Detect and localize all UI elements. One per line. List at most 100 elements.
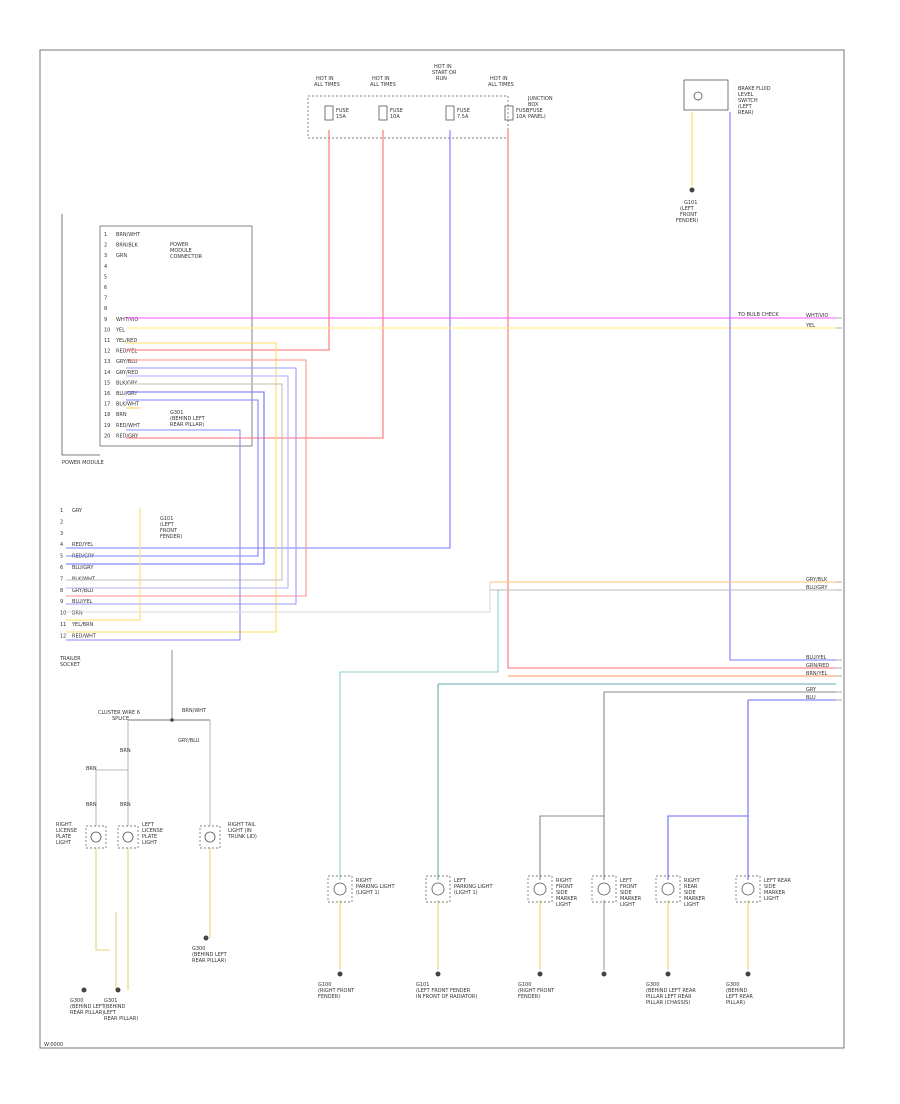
fuse-panel: HOT IN ALL TIMES FUSE 15A HOT IN ALL TIM… (307, 64, 553, 139)
wire-lamp4-feed (603, 691, 836, 880)
wire-red-yel (66, 359, 307, 597)
module-pin-wire: YEL/RED (115, 338, 137, 344)
module-pin-number: 6 (104, 285, 107, 291)
fuse-3-symbol (445, 105, 455, 121)
ground-label: (BEHIND LEFT (192, 952, 228, 958)
ground-label: G101 (416, 982, 429, 988)
sensor-label-5: REAR) (738, 110, 754, 116)
ground-label: (BEHIND LEFT REAR (646, 988, 696, 994)
right-wire-label: BRN/YEL (806, 671, 828, 677)
module-pin-number: 20 (104, 433, 110, 439)
fuse-1-symbol (324, 105, 334, 121)
module-pin-number: 7 (104, 296, 107, 302)
socket-note-4: FENDER) (160, 534, 182, 540)
bulb-label: LICENSE (56, 828, 77, 834)
fuse-panel-box (307, 95, 509, 139)
sensor-ground-3: FRONT (680, 212, 698, 218)
wire-yel-red (66, 342, 277, 633)
module-pin-wire: YEL (115, 327, 125, 333)
ground-label: LEFT (104, 1010, 117, 1016)
module-pin-number: 14 (104, 370, 110, 376)
socket-pin-wire: RED/WHT (72, 633, 97, 639)
socket-pin-wire: GRY/BLU (72, 588, 94, 594)
lamp-housing (735, 875, 761, 903)
bulb-label: PLATE (142, 834, 157, 840)
splice-label-1: CLUSTER WIRE 6 (98, 710, 140, 716)
fuse-box-label-3: (FUSE (528, 108, 543, 114)
fuse-2-rating: FUSE (390, 108, 403, 114)
socket-pin-number: 5 (60, 554, 63, 560)
lamp-label: LEFT (620, 878, 633, 884)
ground-label: LEFT REAR (726, 994, 753, 1000)
module-pin-number: 15 (104, 380, 110, 386)
ground-label: (RIGHT FRONT (318, 988, 355, 994)
sensor-label-1: BRAKE FLUID (738, 86, 771, 92)
socket-pin-number: 10 (60, 611, 66, 617)
module-pin-wire: RED/WHT (116, 423, 141, 429)
lamp-label: SIDE (764, 884, 776, 890)
module-ground-3: REAR PILLAR) (170, 422, 204, 428)
module-pin-wire: WHT/VIO (116, 317, 138, 323)
module-pin-wire: BLK/GRY (116, 380, 138, 386)
fuse-1-rating: FUSE (336, 108, 349, 114)
ground-icon (745, 971, 751, 977)
bulb-label: LIGHT (56, 840, 72, 846)
ground-label: REAR PILLAR) (70, 1010, 104, 1016)
wire-lamp3-feed (539, 815, 604, 880)
fuse-box-label: JUNCTION BOX (FUSE PANEL) (527, 96, 553, 120)
module-pin-wire: GRN (116, 253, 127, 259)
wire-license-feeds (95, 720, 129, 826)
bulb-housing (199, 825, 221, 849)
wire-lamp1-feed (339, 590, 499, 880)
socket-pin-number: 4 (60, 542, 63, 548)
lamp-label: FRONT (556, 884, 574, 890)
fuse-3-rating: FUSE (457, 108, 470, 114)
lamp-icon (597, 882, 611, 896)
socket-pin-wire: BLK/WHT (72, 576, 96, 582)
fuse-4-symbol (504, 105, 514, 121)
module-pin-number: 19 (104, 423, 110, 429)
bulb-label: LIGHT (142, 840, 158, 846)
module-pin-wire: RED/GRY (116, 433, 139, 439)
ground-label: FENDER) (518, 994, 540, 1000)
ground-label: (BEHIND (726, 988, 748, 994)
sensor-ground-4: FENDER) (676, 218, 698, 224)
lamp-label: (LIGHT 1) (454, 890, 478, 896)
ground-icon (81, 987, 87, 993)
fuse-1-line2: ALL TIMES (314, 82, 340, 88)
splice-block: CLUSTER WIRE 6 SPLICE BRN/WHT (98, 708, 207, 722)
right-wire-labels: WHT/VIOYELGRY/BLKBLU/GRYBLU/YELGRN/REDBR… (805, 313, 842, 701)
bulb-label: LICENSE (142, 828, 163, 834)
lamp-icon (533, 882, 547, 896)
bulb-icon (90, 831, 102, 843)
module-pin-number: 9 (104, 317, 107, 323)
wire-gry-red (66, 375, 289, 589)
module-ground-2: (BEHIND LEFT (170, 416, 206, 422)
ground-label: PILLAR LEFT REAR (646, 994, 692, 1000)
ground-label: FENDER) (318, 994, 340, 1000)
lamp-label: RIGHT (356, 878, 373, 884)
module-pin-wire: BRN/WHT (116, 232, 141, 238)
fuse-1-line1: HOT IN (316, 76, 334, 82)
socket-note-1: G101 (160, 516, 173, 522)
socket-pin-number: 9 (60, 599, 63, 605)
socket-label-1: TRAILER (59, 656, 81, 662)
sensor-label-3: SWITCH (738, 98, 758, 104)
wire-lb1-gnd (95, 848, 110, 951)
splice-node (170, 718, 174, 722)
diagram-border (39, 49, 845, 1049)
bulb-label: RIGHT (56, 822, 73, 828)
lamp-housing (527, 875, 553, 903)
lamp-label: LIGHT (556, 902, 572, 908)
lamp-icon (741, 882, 755, 896)
wire-lb2-gnd (115, 848, 129, 990)
ground-label: (BEHIND (104, 1004, 126, 1010)
wire-blk-gry (66, 383, 283, 581)
ground-label: IN FRONT OF RADIATOR) (416, 994, 477, 1000)
wire-lamp2-feed (437, 683, 836, 880)
